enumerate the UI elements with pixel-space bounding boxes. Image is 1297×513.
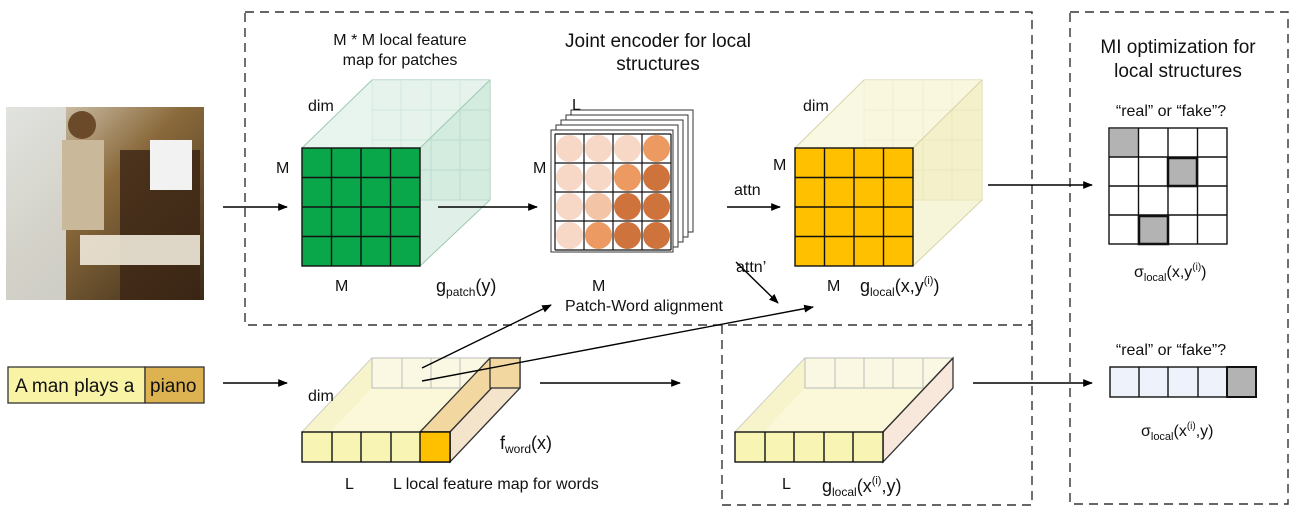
arrow-word-to-local <box>421 304 814 382</box>
local-m-label-bottom: M <box>827 278 840 295</box>
joint-encoder-title-line2: structures <box>616 54 699 75</box>
local-word-function-label: glocal(x(i),y) <box>822 475 901 499</box>
mi-bottom-sigma-label: σlocal(x(i),y) <box>1141 421 1214 443</box>
alignment-cell <box>614 164 641 191</box>
mi-bottom-sigma-arg-pre: (x <box>1174 423 1187 440</box>
local-func-sup: (i) <box>924 275 934 287</box>
alignment-cell <box>556 222 583 249</box>
patch-function-label: gpatch(y) <box>436 276 496 299</box>
local-word-l-label: L <box>782 476 791 493</box>
mi-top-sigma-label: σlocal(x,y(i)) <box>1134 262 1207 284</box>
mi-top-grid <box>1108 127 1228 246</box>
alignment-cell <box>585 222 612 249</box>
local-word-func-sub: local <box>832 485 857 499</box>
mi-bottom-sigma-sub: local <box>1151 431 1174 443</box>
alignment-cell <box>556 193 583 220</box>
local-function-label: glocal(x,y(i)) <box>860 275 939 299</box>
word-dim-label: dim <box>308 388 334 405</box>
patch-m-label-bottom: M <box>335 278 348 295</box>
local-word-func-sup: (i) <box>872 475 882 487</box>
local-word-func-arg-post: ,y) <box>881 476 901 496</box>
alignment-cell <box>643 164 670 191</box>
local-func-arg-pre: (x,y <box>895 276 924 296</box>
alignment-cell <box>643 222 670 249</box>
mi-top-sigma-sup: (i) <box>1192 262 1201 273</box>
joint-encoder-box <box>244 11 1033 505</box>
word-function-label: fword(x) <box>500 433 552 456</box>
alignment-cell <box>556 164 583 191</box>
local-dim-label: dim <box>803 98 829 115</box>
flow-arrows <box>223 181 1093 387</box>
joint-encoder-title-line1: Joint encoder for local <box>565 31 751 52</box>
alignment-caption: Patch-Word alignment <box>565 298 724 315</box>
patch-func-sub: patch <box>446 285 475 299</box>
patch-func-base: g <box>436 276 446 296</box>
piano-word-box <box>144 366 205 404</box>
patch-dim-label: dim <box>308 98 334 115</box>
mi-bottom-sigma-sup: (i) <box>1187 421 1196 432</box>
alignment-cell <box>556 135 583 162</box>
alignment-cell <box>614 193 641 220</box>
alignment-cell <box>585 135 612 162</box>
patch-m-label: M <box>276 160 289 177</box>
mi-bottom-sigma-arg-post: ,y) <box>1196 423 1214 440</box>
mi-bottom-sigma: σ <box>1141 423 1151 440</box>
local-m-label: M <box>773 157 786 174</box>
word-l-label: L <box>345 476 354 493</box>
patch-feature-map <box>301 79 491 267</box>
alignment-grid <box>554 133 672 251</box>
local-feature-map <box>794 79 983 267</box>
attn-prime-label: attn’ <box>736 259 766 276</box>
alignment-cell <box>643 193 670 220</box>
mi-top-sigma-arg-pre: (x,y <box>1167 264 1193 281</box>
piano-photo <box>6 107 204 300</box>
mi-bottom-question: “real” or “fake”? <box>1116 342 1226 359</box>
arrow-attn-prime <box>735 261 779 304</box>
word-func-sub: word <box>504 442 531 456</box>
local-func-arg-post: ) <box>933 276 939 296</box>
local-func-base: g <box>860 276 870 296</box>
mi-top-sigma-arg-post: ) <box>1201 264 1206 281</box>
patch-caption-line2: map for patches <box>343 52 458 69</box>
local-word-func-base: g <box>822 476 832 496</box>
patch-caption-line1: M * M local feature <box>333 32 466 49</box>
word-feature-map <box>300 356 522 464</box>
mi-optimization-box <box>1069 11 1289 505</box>
alignment-l-label: L <box>572 97 581 114</box>
local-func-sub: local <box>870 285 895 299</box>
attn-label: attn <box>734 182 761 199</box>
alignment-cell <box>585 193 612 220</box>
alignment-m-label-bottom: M <box>592 278 605 295</box>
word-func-arg: (x) <box>531 433 552 453</box>
mi-bottom-row <box>1109 366 1257 398</box>
arrow-word-to-align <box>421 304 552 369</box>
alignment-cell <box>643 135 670 162</box>
mi-top-sigma: σ <box>1134 264 1144 281</box>
mi-title-line1: MI optimization for <box>1100 37 1256 58</box>
mi-top-question: “real” or “fake”? <box>1116 103 1226 120</box>
alignment-m-label: M <box>533 160 546 177</box>
mi-top-sigma-sub: local <box>1144 272 1167 284</box>
alignment-cell <box>614 135 641 162</box>
local-word-func-arg-pre: (x <box>857 476 872 496</box>
mi-title-line2: local structures <box>1114 61 1242 82</box>
sentence-text: A man plays a <box>15 376 135 397</box>
alignment-cell <box>614 222 641 249</box>
patch-func-arg: (y) <box>475 276 496 296</box>
alignment-cell <box>585 164 612 191</box>
word-caption: L local feature map for words <box>393 476 599 493</box>
local-word-map <box>733 356 955 464</box>
piano-word: piano <box>150 376 197 397</box>
sentence-box <box>7 366 146 404</box>
word-func-base: f <box>500 433 506 453</box>
